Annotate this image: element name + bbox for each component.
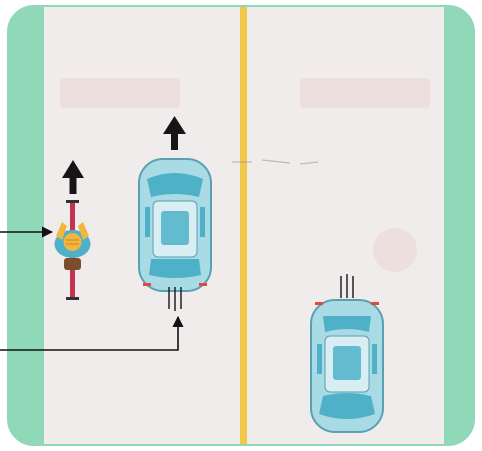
panel-border: [7, 5, 475, 446]
road-panel: [8, 6, 474, 445]
cyclist-icon: [54, 200, 91, 300]
center-line: [240, 6, 247, 445]
tail-light: [199, 283, 207, 286]
tail-light: [371, 302, 379, 305]
car-rear-window: [149, 259, 201, 278]
up-arrow-icon: [62, 160, 84, 194]
road-crack: [232, 159, 319, 165]
car-icon: [310, 274, 384, 433]
car-windshield: [319, 393, 375, 419]
car-icon: [138, 158, 212, 311]
tail-light: [143, 283, 151, 286]
car-windshield: [147, 173, 203, 197]
pointer-arrow-icon: [0, 315, 184, 351]
exhaust-lines: [340, 274, 354, 298]
tail-light: [315, 302, 323, 305]
exhaust-lines: [168, 287, 182, 311]
car-rear-window: [323, 316, 371, 332]
background-ghost-texture: [60, 78, 430, 272]
up-arrow-icon: [163, 116, 186, 150]
cyclist-helmet: [63, 233, 82, 251]
